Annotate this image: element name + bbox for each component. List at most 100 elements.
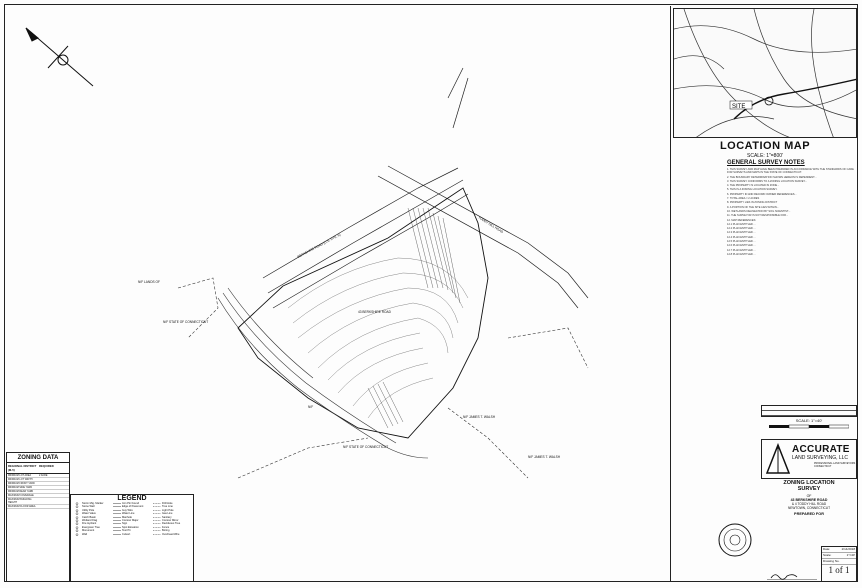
legend-item: Wall xyxy=(73,533,111,536)
legend-symbol-icon xyxy=(75,512,79,516)
note-item: 3. THIS SURVEY CONFORMS TO A ZONING LOCA… xyxy=(727,179,808,183)
sheet-label: Drawing No. xyxy=(823,559,840,563)
survey-plan-drawing: N/F LANDS OF N/F STATE OF CONNECTICUT N/… xyxy=(25,27,589,479)
neighbor-label-1: N/F STATE OF CONNECTICUT xyxy=(163,320,208,324)
legend-item: Spot Elevation xyxy=(113,526,151,529)
neighbor-label-2: N/F xyxy=(308,405,313,409)
note-item: 12.6 PLAN ENTITLED ... xyxy=(727,244,756,248)
legend-item: Utility Pole xyxy=(73,509,111,512)
legend-item-label: Gas Line xyxy=(162,512,173,516)
note-item: 1. THIS SURVEY AND MAP HAVE BEEN PREPARE… xyxy=(727,168,854,175)
legend-symbol-icon xyxy=(153,523,161,525)
survey-address-2: & 4 TODDY HILL ROAD xyxy=(791,502,827,506)
sheet-border xyxy=(4,4,858,582)
note-item: 6. PROPERTY ID AND RECORD OWNER REFERENC… xyxy=(727,192,797,196)
legend-item-label: Monument xyxy=(82,529,95,533)
legend-item-label: Utility Pole xyxy=(82,508,95,512)
legend-symbol-icon xyxy=(113,530,121,532)
legend-item: Sign xyxy=(113,522,151,525)
zoning-header: REGIONAL DISTRICT (M-5) xyxy=(8,464,37,472)
legend-item-label: Sign xyxy=(122,522,128,526)
scale-bar-graphic xyxy=(769,424,850,429)
title-block: SITE LOCATION MAP SCALE: 1"=800' GENERAL… xyxy=(670,6,858,582)
slope-hatching xyxy=(367,207,461,429)
legend-title: LEGEND xyxy=(117,495,147,502)
table-row: MINIMUM LOT WIDTH xyxy=(7,478,69,482)
legend-symbol-icon xyxy=(113,534,121,535)
table-row: MINIMUM SIDE YARD xyxy=(7,486,69,490)
legend-item: Deciduous Tree xyxy=(153,522,191,525)
note-item: 11. THE SURVEYOR IS NOT RESPONSIBLE FOR.… xyxy=(727,214,789,218)
legend-item-label: Water Line xyxy=(122,512,135,516)
survey-address-1: 43 BERKSHIRE ROAD xyxy=(790,498,828,502)
zoning-header: REQUIRED xyxy=(39,464,54,468)
legend-item: Iron Pin Found xyxy=(113,502,151,505)
legend-item-label: Fence xyxy=(162,525,170,529)
legend-item: Contour Minor xyxy=(153,519,191,522)
legend-item: Light Pole xyxy=(153,509,191,512)
legend-symbol-icon xyxy=(75,516,79,519)
zoning-title: ZONING DATA xyxy=(17,455,59,461)
north-arrow-icon xyxy=(25,27,94,87)
general-notes: 1. THIS SURVEY AND MAP HAVE BEEN PREPARE… xyxy=(727,168,857,403)
legend-symbol-icon xyxy=(153,510,161,511)
legend-item-label: Culvert xyxy=(122,532,131,536)
road-berkshire xyxy=(262,67,589,309)
table-row: MINIMUM REAR YARD xyxy=(7,490,69,494)
date-label: Date: xyxy=(823,547,831,551)
legend-item-label: Iron Pin Found xyxy=(122,502,140,505)
legend-item: Overhead Wire xyxy=(153,533,191,536)
legend-item: Culvert xyxy=(113,533,151,536)
legend-item-label: Spot Elevation xyxy=(122,525,139,529)
info-table: Date: 2/14/2018 Scale: 1"=40' Drawing No… xyxy=(821,546,857,582)
table-row: MAXIMUM BUILDING HEIGHT xyxy=(7,498,69,505)
zoning-data-table: ZONING DATA REGIONAL DISTRICT (M-5) REQU… xyxy=(6,452,70,582)
note-item: 4. THE PROPERTY IS LOCATED IN ZONE... xyxy=(727,184,780,188)
legend-item-label: Catch Basin xyxy=(82,515,96,519)
survey-of: OF xyxy=(806,494,812,498)
legend-item-label: Storm Mtg. Marker xyxy=(82,502,104,505)
contour-lines xyxy=(287,257,469,419)
note-item: 12.5 PLAN ENTITLED ... xyxy=(727,240,756,244)
legend-item-label: Wetland Flag xyxy=(82,519,98,523)
legend-symbol-icon xyxy=(113,517,121,518)
legend-symbol-icon xyxy=(153,506,161,508)
legend-item: Fence xyxy=(153,526,191,529)
location-map-site-label: SITE xyxy=(732,104,745,110)
legend-symbol-icon xyxy=(113,520,121,521)
note-item: 12.8 PLAN ENTITLED ... xyxy=(727,252,756,256)
legend-item-label: Contour Minor xyxy=(162,519,179,523)
legend-item: Boring xyxy=(153,529,191,532)
legend-item: Stone Wall xyxy=(73,505,111,508)
location-map-drawing: SITE xyxy=(674,9,856,137)
surveyor-seal-icon xyxy=(718,523,752,557)
legend-symbol-icon xyxy=(153,534,161,535)
legend-symbol-icon xyxy=(75,533,79,536)
company-sub: LAND SURVEYING, LLC xyxy=(792,455,849,461)
survey-address-3: NEWTOWN, CONNECTICUT xyxy=(787,506,831,510)
legend-symbol-icon xyxy=(75,509,79,512)
scale-bar: SCALE: 1"=40' xyxy=(761,418,857,438)
neighbor-label-4: N/F STATE OF CONNECTICUT xyxy=(343,445,388,449)
legend-item: Drill Hole xyxy=(153,502,191,505)
survey-title-1: ZONING LOCATION xyxy=(783,480,835,486)
note-item: 12.1 PLAN ENTITLED ... xyxy=(727,222,756,226)
legend-symbol-icon xyxy=(113,513,121,515)
legend-item: Contour Major xyxy=(113,519,151,522)
legend-symbol-icon xyxy=(153,517,161,518)
survey-prepared-for: PREPARED FOR xyxy=(794,512,824,516)
legend-symbol-icon xyxy=(153,513,161,515)
legend-item-label: Light Pole xyxy=(162,508,174,512)
legend-item-label: Manhole xyxy=(122,515,132,519)
table-row: MINIMUM FRONT YARD xyxy=(7,482,69,486)
legend-symbol-icon xyxy=(113,523,121,525)
company-logo-icon xyxy=(765,443,791,474)
note-item: 12.2 PLAN ENTITLED ... xyxy=(727,227,756,231)
legend-symbol-icon xyxy=(113,506,121,508)
neighbor-label-5: N/F JAMES T. WALSH xyxy=(528,455,561,459)
surveyor-signature xyxy=(767,574,817,580)
legend-item-label: Water Valve xyxy=(82,512,96,516)
legend-item: Fire Hydrant xyxy=(73,522,111,525)
